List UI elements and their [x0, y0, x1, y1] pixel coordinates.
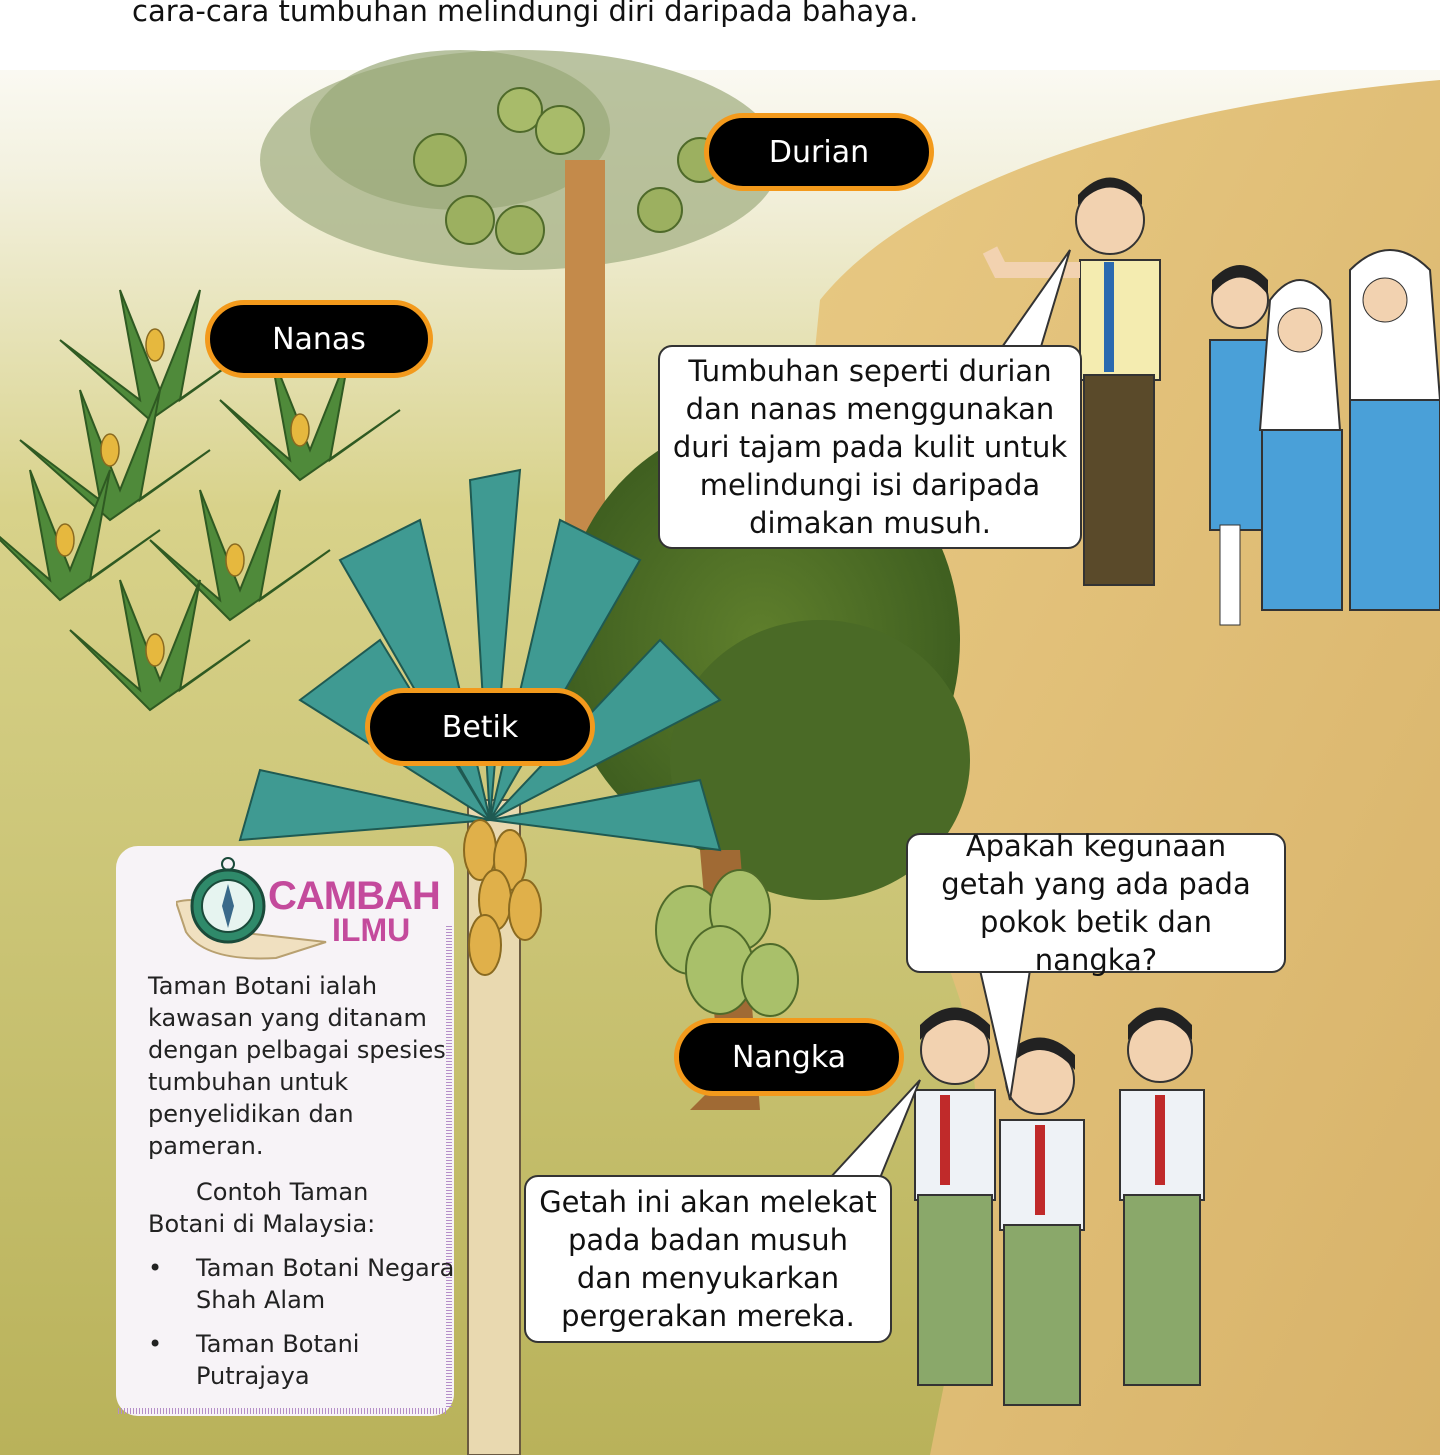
teacher-speech-bubble: Tumbuhan seperti durian dan nanas menggu…: [658, 345, 1082, 549]
logo-text-ilmu: ILMU: [332, 912, 411, 948]
box-fringe-right: [446, 926, 452, 1408]
example-item: • Taman Botani Negara Shah Alam: [148, 1252, 454, 1316]
logo-text-cambah: CAMBAH: [268, 874, 441, 918]
label-durian: Durian: [704, 113, 934, 191]
label-nanas: Nanas: [205, 300, 433, 378]
compass-icon: [176, 857, 327, 960]
box-fringe-bottom: [118, 1408, 446, 1414]
cambah-ilmu-box: CAMBAH ILMU Taman Botani ialah kawasan y…: [116, 846, 454, 1416]
answer-speech-bubble: Getah ini akan melekat pada badan musuh …: [524, 1175, 892, 1343]
example-item: • Taman Botani Putrajaya: [148, 1328, 448, 1392]
label-nangka: Nangka: [674, 1018, 904, 1096]
intro-line: cara-cara tumbuhan melindungi diri darip…: [132, 0, 919, 28]
bullet-icon: •: [148, 1330, 163, 1358]
bullet-icon: •: [148, 1254, 163, 1282]
question-speech-bubble: Apakah kegunaan getah yang ada pada poko…: [906, 829, 1286, 977]
example-text: Taman Botani Putrajaya: [196, 1330, 360, 1390]
examples-heading: Contoh Taman Botani di Malaysia:: [148, 1178, 376, 1238]
example-text: Taman Botani Negara Shah Alam: [196, 1254, 455, 1314]
label-betik: Betik: [365, 688, 595, 766]
info-paragraph: Taman Botani ialah kawasan yang ditanam …: [148, 972, 446, 1160]
